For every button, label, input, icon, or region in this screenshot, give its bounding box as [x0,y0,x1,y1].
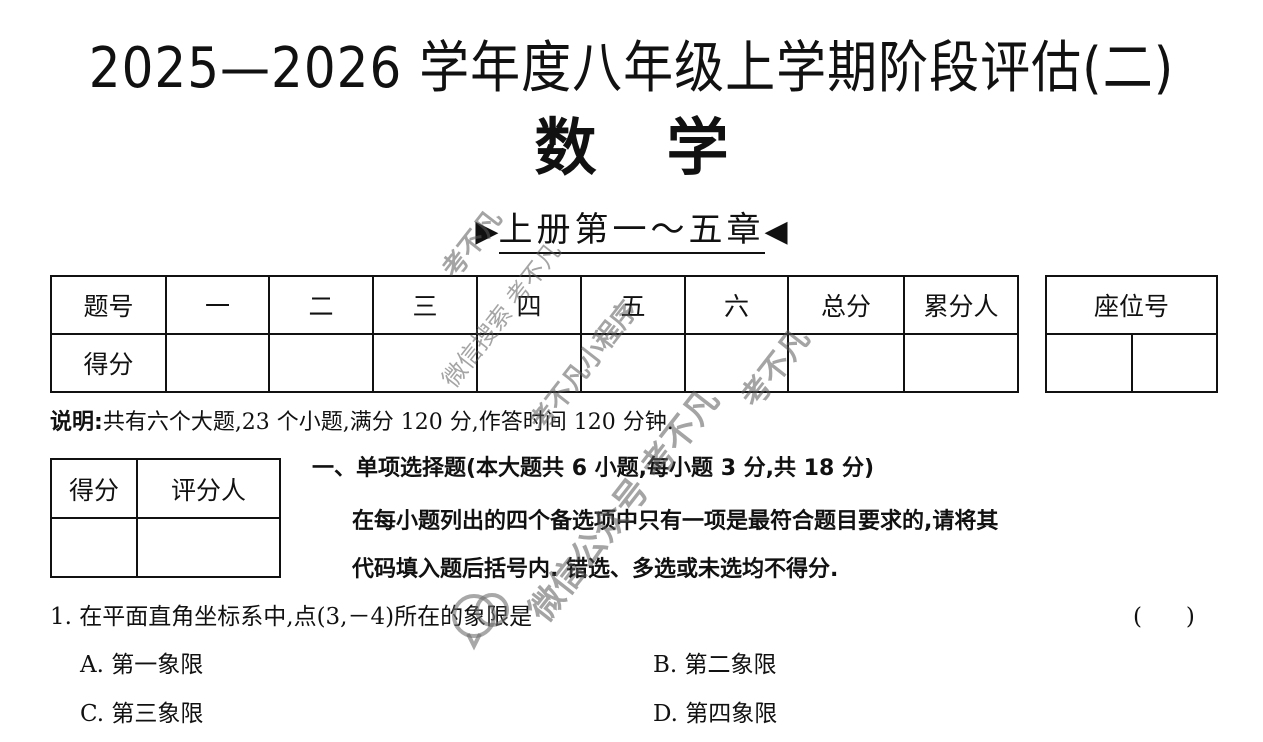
section-score-label: 得分 [50,458,138,519]
seat-number-cell-2[interactable] [1130,333,1219,393]
column-header-4: 四 [476,275,582,335]
score-cell-3[interactable] [372,333,478,393]
left-triangle-icon: ◀ [764,214,788,249]
right-triangle-icon: ▶ [475,214,499,249]
grader-table: 得分 评分人 [50,458,281,578]
grader-label: 评分人 [136,458,281,519]
section-description: 在每小题列出的四个备选项中只有一项是最符合题目要求的,请将其 代码填入题后括号内… [352,498,1212,594]
score-label: 得分 [50,333,167,393]
score-cell-4[interactable] [476,333,582,393]
option-d[interactable]: D. 第四象限 [653,701,778,727]
section-description-line-1: 在每小题列出的四个备选项中只有一项是最符合题目要求的,请将其 [352,509,999,534]
instructions-label: 说明: [50,410,103,435]
question-number-row: 题号 一 二 三 四 五 六 总分 累分人 [50,275,1019,335]
grader-cell[interactable] [136,517,281,578]
score-cell-total[interactable] [787,333,905,393]
section-score-cell[interactable] [50,517,138,578]
exam-title: 2025—2026 学年度八年级上学期阶段评估(二) [88,35,1175,101]
answer-bracket[interactable]: ( ) [1133,604,1195,630]
scope-line: ▶上册第一～五章◀ [0,205,1263,257]
column-header-tallier: 累分人 [903,275,1019,335]
score-cell-5[interactable] [580,333,686,393]
section-heading: 一、单项选择题(本大题共 6 小题,每小题 3 分,共 18 分) [312,456,875,481]
score-cell-tallier[interactable] [903,333,1019,393]
instructions: 说明:共有六个大题,23 个小题,满分 120 分,作答时间 120 分钟. [50,406,674,440]
instructions-text: 共有六个大题,23 个小题,满分 120 分,作答时间 120 分钟. [102,410,674,435]
question-number-label: 题号 [50,275,167,335]
score-cell-2[interactable] [268,333,374,393]
seat-number-label: 座位号 [1044,275,1219,335]
seat-number-cell-1[interactable] [1045,333,1133,393]
option-b[interactable]: B. 第二象限 [653,652,777,678]
scope-text: 上册第一～五章 [498,210,765,254]
score-row: 得分 [50,333,1019,393]
option-a[interactable]: A. 第一象限 [80,652,204,678]
score-cell-6[interactable] [684,333,789,393]
section-description-line-2: 代码填入题后括号内. 错选、多选或未选均不得分. [352,557,839,582]
column-header-6: 六 [684,275,789,335]
seat-number-table: 座位号 [1044,275,1219,393]
column-header-2: 二 [268,275,374,335]
column-header-5: 五 [580,275,686,335]
column-header-3: 三 [372,275,478,335]
column-header-1: 一 [165,275,270,335]
column-header-total: 总分 [787,275,905,335]
score-table: 题号 一 二 三 四 五 六 总分 累分人 得分 [50,275,1019,393]
subject-title: 数学 [534,111,799,184]
question-stem: 1. 在平面直角坐标系中,点(3,－4)所在的象限是 [50,604,533,630]
score-cell-1[interactable] [165,333,270,393]
option-c[interactable]: C. 第三象限 [80,701,204,727]
